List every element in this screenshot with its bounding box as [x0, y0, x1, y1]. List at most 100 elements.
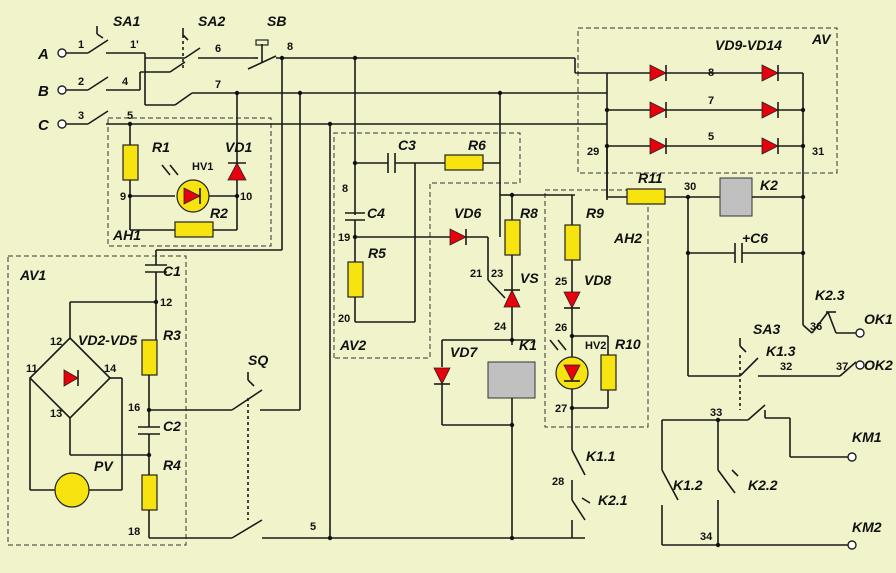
label-vd2-vd5: VD2-VD5: [78, 332, 137, 348]
label-a: A: [37, 46, 49, 63]
label-r1: R1: [152, 139, 170, 155]
junction-dots: [127, 55, 806, 548]
node-12b: 12: [50, 336, 62, 348]
label-sa3: SA3: [753, 321, 780, 337]
node-31: 31: [812, 146, 824, 158]
label-r8: R8: [520, 205, 538, 221]
resistor-r9: [564, 224, 581, 261]
thyristor-vs: [503, 289, 521, 308]
label-c3: C3: [398, 137, 416, 153]
diode-vd11: [649, 137, 667, 155]
node-37: 37: [836, 361, 848, 373]
label-r2: R2: [210, 205, 228, 221]
node-numbers: 1 1' 2 3 4 5 6 7 8 8 7 5 29 31 30 8 19 2…: [26, 39, 848, 543]
node-5c: 5: [310, 521, 316, 533]
resistor-r1: [122, 144, 139, 181]
label-ah2: AH2: [613, 230, 642, 246]
label-k1-3: K1.3: [766, 343, 796, 359]
resistor-r11: [626, 188, 666, 205]
node-3: 3: [78, 110, 84, 122]
diode-vd12: [761, 64, 779, 82]
contact-k1-2: [661, 469, 679, 501]
node-29: 29: [587, 146, 599, 158]
label-r9: R9: [586, 205, 604, 221]
block-av1: [7, 255, 187, 546]
terminal-b[interactable]: [57, 85, 67, 95]
output-ok1[interactable]: [855, 328, 865, 338]
label-k1-2: K1.2: [673, 477, 703, 493]
node-27: 27: [555, 403, 567, 415]
label-b: B: [38, 83, 49, 100]
node-18: 18: [128, 526, 140, 538]
resistor-r4: [141, 474, 158, 511]
node-9: 9: [120, 191, 126, 203]
contact-k2-2: [717, 469, 736, 494]
diode-vd10: [649, 101, 667, 119]
node-24: 24: [494, 321, 507, 333]
label-k2-3: K2.3: [815, 287, 845, 303]
diode-vd8: [563, 291, 581, 309]
block-av: [577, 27, 838, 174]
node-2: 2: [78, 76, 84, 88]
limit-switch-sq[interactable]: [231, 93, 585, 539]
label-hv1: HV1: [192, 161, 213, 173]
node-1p: 1': [130, 39, 139, 51]
output-km2[interactable]: [847, 540, 857, 550]
block-ah2: [544, 189, 649, 428]
label-r5: R5: [368, 245, 386, 261]
resistor-r6: [444, 154, 484, 171]
node-30: 30: [684, 181, 696, 193]
node-1: 1: [78, 39, 84, 51]
block-av2: [333, 132, 521, 359]
diode-vd14: [761, 137, 779, 155]
node-26: 26: [555, 322, 567, 334]
terminal-a[interactable]: [57, 48, 67, 58]
diode-vd1: [227, 162, 247, 181]
node-14: 14: [104, 363, 117, 375]
node-36: 36: [810, 321, 822, 333]
label-c6: +C6: [742, 230, 768, 246]
node-28: 28: [552, 476, 564, 488]
label-sa2: SA2: [198, 13, 225, 29]
pushbutton-sb[interactable]: [156, 39, 340, 251]
resistor-r10: [600, 354, 617, 391]
diode-vd6: [449, 228, 467, 246]
label-ok2: OK2: [864, 357, 893, 373]
node-20: 20: [338, 313, 350, 325]
node-16: 16: [128, 402, 140, 414]
label-k2-2: K2.2: [748, 477, 778, 493]
label-sa1: SA1: [113, 13, 140, 29]
node-6: 6: [215, 43, 221, 55]
node-7: 7: [215, 79, 221, 91]
label-r11: R11: [638, 170, 663, 186]
label-vd9-vd14: VD9-VD14: [715, 37, 782, 53]
label-k2-1: K2.1: [598, 492, 628, 508]
diode-vd9: [649, 64, 667, 82]
terminal-c[interactable]: [57, 119, 67, 129]
resistor-r3: [141, 339, 158, 376]
node-11: 11: [26, 363, 38, 375]
label-ok1: OK1: [864, 311, 893, 327]
label-pv: PV: [94, 458, 114, 474]
output-km1[interactable]: [847, 452, 857, 462]
label-r6: R6: [468, 137, 486, 153]
switch-sa2[interactable]: [139, 28, 480, 106]
node-4: 4: [122, 76, 129, 88]
label-r4: R4: [163, 457, 181, 473]
label-sq: SQ: [248, 352, 268, 368]
label-c4: C4: [367, 205, 385, 221]
label-sb: SB: [267, 13, 286, 29]
label-hv2: HV2: [585, 340, 606, 352]
node-32: 32: [780, 361, 792, 373]
node-23: 23: [491, 268, 503, 280]
phase-inputs: [57, 26, 145, 129]
node-33: 33: [710, 407, 722, 419]
output-ok2[interactable]: [855, 360, 865, 370]
node-7b: 7: [708, 95, 714, 107]
block-ah1: [107, 117, 272, 247]
label-c2: C2: [163, 418, 181, 434]
relay-coil-k2: [719, 177, 753, 217]
label-vd7: VD7: [450, 344, 478, 360]
switch-sa3[interactable]: [739, 357, 759, 377]
